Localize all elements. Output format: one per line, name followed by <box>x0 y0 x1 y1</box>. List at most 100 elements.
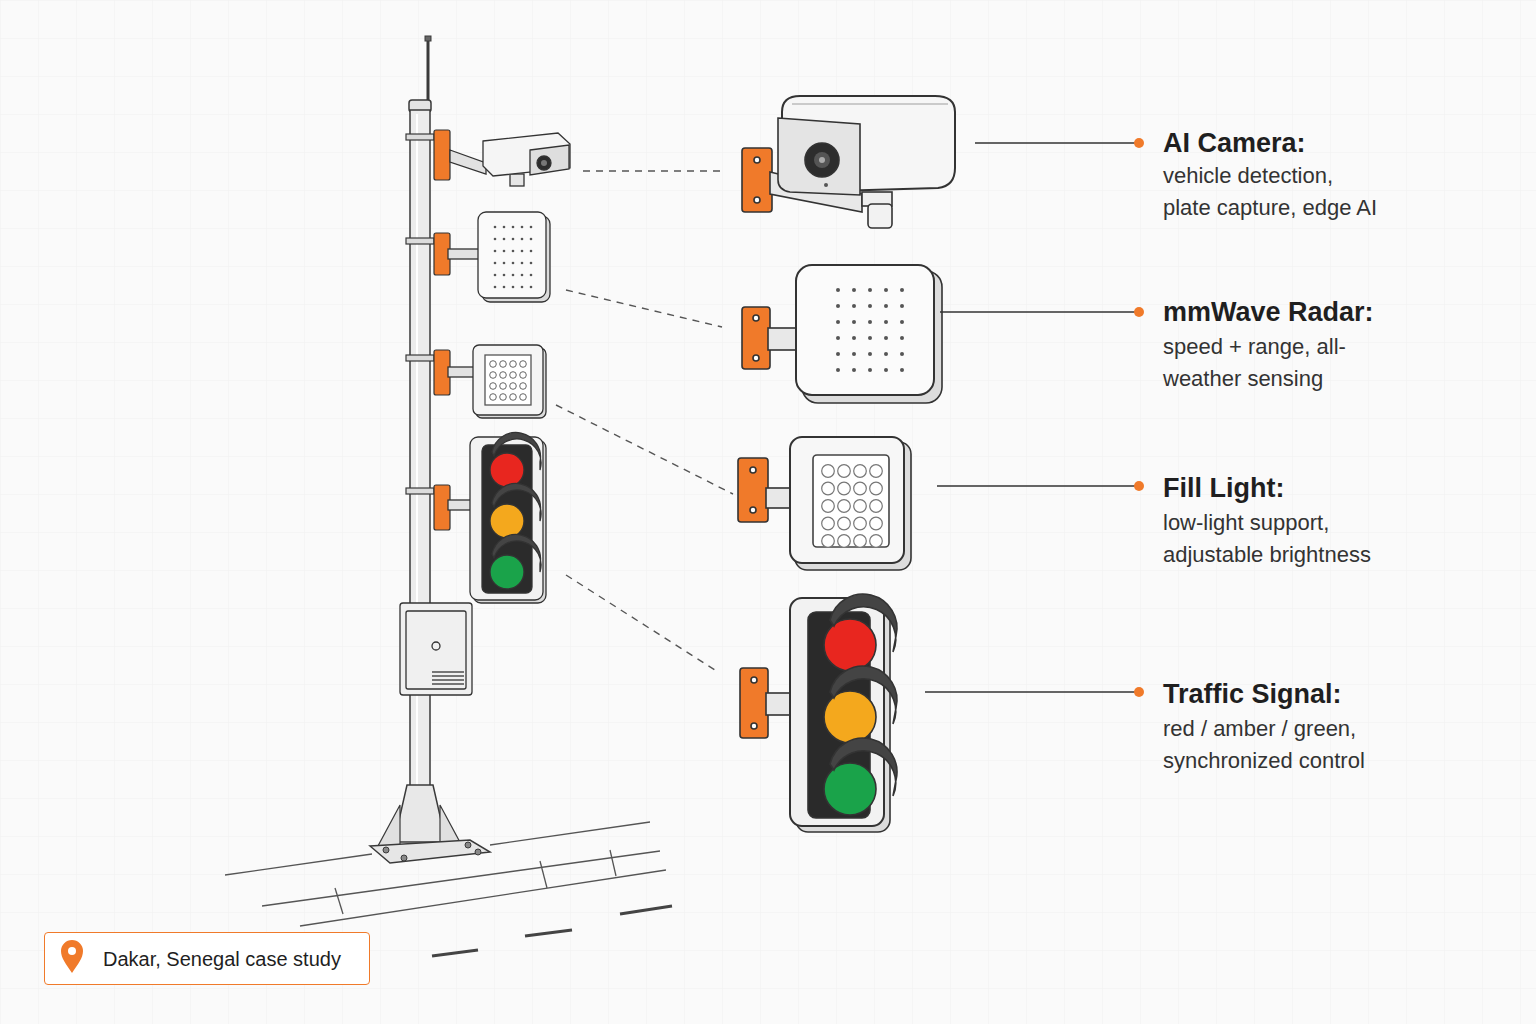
traffic-signal-small <box>490 453 524 487</box>
radar-large-dots <box>900 320 904 324</box>
traffic-signal-large <box>824 763 876 815</box>
control-cabinet <box>432 675 464 676</box>
curb-lines <box>300 870 666 926</box>
radar-small-dots <box>494 286 497 289</box>
radar-large-dots <box>852 320 856 324</box>
fill-light-large <box>738 458 768 522</box>
fill-light-small-leds <box>510 372 517 379</box>
fill-light-small-leds <box>500 361 507 368</box>
traffic-signal-small <box>490 555 524 589</box>
curb-lines <box>610 850 616 876</box>
fill-light-large-leds <box>870 482 883 495</box>
fill-light-large-leds <box>822 482 835 495</box>
radar-small-dots <box>530 286 533 289</box>
fill-light-large-leds <box>854 465 867 478</box>
pole-clamps <box>406 134 434 494</box>
radar-small-dots <box>530 226 533 229</box>
control-cabinet <box>432 642 440 650</box>
radar-large <box>742 265 942 403</box>
pole-clamps <box>406 488 434 494</box>
callout-heading: mmWave Radar: <box>1163 296 1374 328</box>
radar-small-dots <box>503 226 506 229</box>
fill-light-large-leds <box>854 500 867 513</box>
radar-small-dots <box>512 274 515 277</box>
badge-text: Dakar, Senegal case study <box>103 947 341 971</box>
fill-light-large-leds <box>838 465 851 478</box>
radar-small-dots <box>512 250 515 253</box>
dashed-leader <box>556 171 733 672</box>
dashed-leader <box>566 290 722 327</box>
radar-large-dots <box>852 352 856 356</box>
traffic-signal-small <box>492 535 541 572</box>
camera-small <box>541 160 547 166</box>
callout-dot <box>1134 138 1144 148</box>
pole-clamps <box>406 134 434 140</box>
pole-clamps <box>406 238 434 244</box>
radar-large-dots <box>868 304 872 308</box>
control-cabinet <box>432 683 464 684</box>
radar-large-dots <box>884 352 888 356</box>
camera-large <box>792 103 948 105</box>
radar-small-dots <box>521 238 524 241</box>
callout-line <box>975 142 1139 144</box>
radar-small-dots <box>494 274 497 277</box>
radar-large <box>753 315 759 321</box>
fill-light-large-leds <box>854 482 867 495</box>
radar-small-dots <box>530 274 533 277</box>
camera-small <box>530 145 569 175</box>
radar-small-dots <box>503 286 506 289</box>
traffic-signal-small <box>482 445 532 593</box>
camera-large <box>778 118 860 195</box>
fill-light-small <box>448 367 476 377</box>
fill-light-large-leds <box>822 465 883 548</box>
curb-lines <box>262 851 660 906</box>
camera-small <box>450 150 486 174</box>
location-pin <box>61 940 83 973</box>
fill-light-small-leds <box>520 372 527 379</box>
fill-light-large-leds <box>854 535 867 548</box>
dashed-leader <box>556 405 733 494</box>
radar-large-dots <box>884 320 888 324</box>
fill-light-small-leds <box>490 361 527 401</box>
radar-large-dots <box>900 352 904 356</box>
control-cabinet <box>432 679 464 680</box>
road-dashes <box>432 950 478 956</box>
pole <box>378 805 400 846</box>
radar-small-dots <box>530 250 533 253</box>
traffic-signal-small <box>490 504 524 538</box>
fill-light-large-leds <box>822 500 835 513</box>
fill-light-small-leds <box>490 383 497 390</box>
camera-small <box>510 174 524 186</box>
fill-light-large-leds <box>822 465 835 478</box>
camera-large <box>805 143 839 177</box>
radar-large-dots <box>852 288 856 292</box>
radar-large-dots <box>836 288 904 372</box>
fill-light-large-leds <box>838 482 851 495</box>
radar-small-dots <box>494 262 497 265</box>
fill-light-small-leds <box>500 394 507 401</box>
radar-small-dots <box>503 262 506 265</box>
pole-clamps <box>406 355 434 361</box>
callout-line <box>937 485 1139 487</box>
fill-light-small <box>485 355 531 405</box>
fill-light-large-leds <box>838 535 851 548</box>
traffic-signal-large <box>751 723 757 729</box>
camera-small <box>483 133 570 176</box>
radar-small-dots <box>503 274 506 277</box>
fill-light-small-leds <box>520 394 527 401</box>
road-dashes <box>432 906 672 956</box>
radar-small-dots <box>494 226 497 229</box>
traffic-signal-large <box>830 594 897 652</box>
fill-light-large-leds <box>870 500 883 513</box>
fill-light-large <box>813 455 889 547</box>
camera-small <box>450 133 570 186</box>
camera-large <box>754 197 760 203</box>
camera-large <box>754 157 760 163</box>
pole <box>383 847 389 853</box>
radar-small-dots <box>521 286 524 289</box>
small-brackets <box>434 130 450 180</box>
road-dashes <box>620 906 672 914</box>
radar-small-dots <box>512 262 515 265</box>
radar-large-dots <box>900 368 904 372</box>
